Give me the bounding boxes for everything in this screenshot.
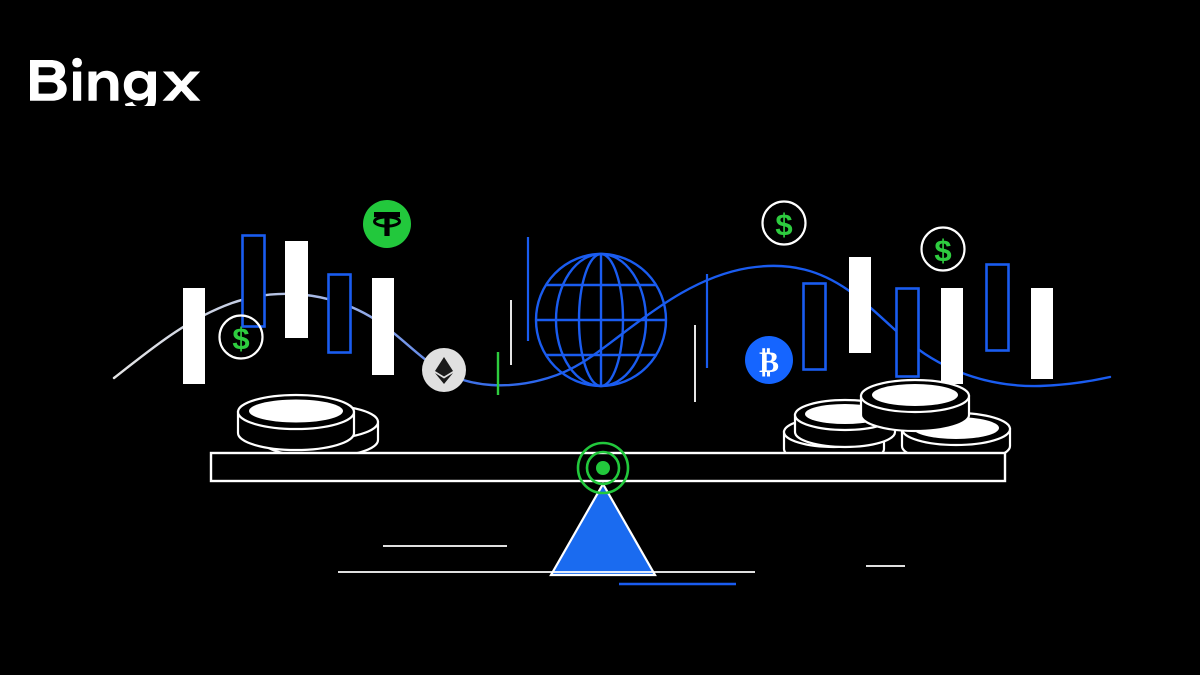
candle-filled [1031, 288, 1053, 379]
candlestick-group-right [802, 257, 1053, 384]
candle-filled [183, 288, 205, 384]
dollar-glyph: $ [775, 207, 792, 242]
dollar-icon-middle: $ [761, 200, 807, 246]
pivot-ring-inner [585, 450, 621, 486]
bingx-logo-svg [30, 57, 201, 114]
candle-filled [941, 288, 963, 384]
dollar-circle [761, 200, 807, 246]
bingx-logo: BingX [26, 54, 201, 114]
ethereum-glyph-top [435, 357, 453, 377]
balance-beam [209, 451, 1007, 483]
dollar-glyph: $ [232, 321, 249, 356]
pivot-target-icon [576, 441, 630, 495]
ground-lines-group [338, 545, 905, 586]
candle-outline [985, 263, 1010, 352]
dollar-glyph: $ [934, 233, 951, 268]
candle-outline [241, 234, 266, 328]
ethereum-icon [422, 348, 466, 392]
pivot-ring-outer [576, 441, 630, 495]
coin-stack-right [782, 378, 1012, 466]
bitcoin-circle [745, 336, 793, 384]
tick-lines-group [496, 237, 709, 402]
bitcoin-icon: ₿ [745, 336, 793, 384]
candle-outline [327, 273, 352, 354]
coin [859, 378, 971, 433]
dollar-icon-left: $ [218, 314, 264, 360]
ethereum-glyph-bottom [435, 373, 453, 384]
fulcrum-triangle [549, 481, 657, 577]
dollar-circle [218, 314, 264, 360]
tether-icon [363, 200, 411, 248]
pivot-dot [596, 461, 610, 475]
globe-parallels [536, 283, 666, 357]
candle-filled [285, 241, 308, 338]
candlestick-group-left [183, 234, 394, 384]
candle-outline [895, 287, 920, 378]
candle-outline [802, 282, 827, 371]
dollar-icon-right: $ [920, 226, 966, 272]
candle-filled [372, 278, 394, 375]
globe-icon [534, 252, 668, 388]
coin-stack-left [236, 393, 380, 459]
tether-glyph [373, 212, 401, 236]
coin [236, 393, 356, 452]
dollar-circle [920, 226, 966, 272]
bitcoin-glyph: ₿ [759, 346, 779, 379]
candle-filled [849, 257, 871, 353]
